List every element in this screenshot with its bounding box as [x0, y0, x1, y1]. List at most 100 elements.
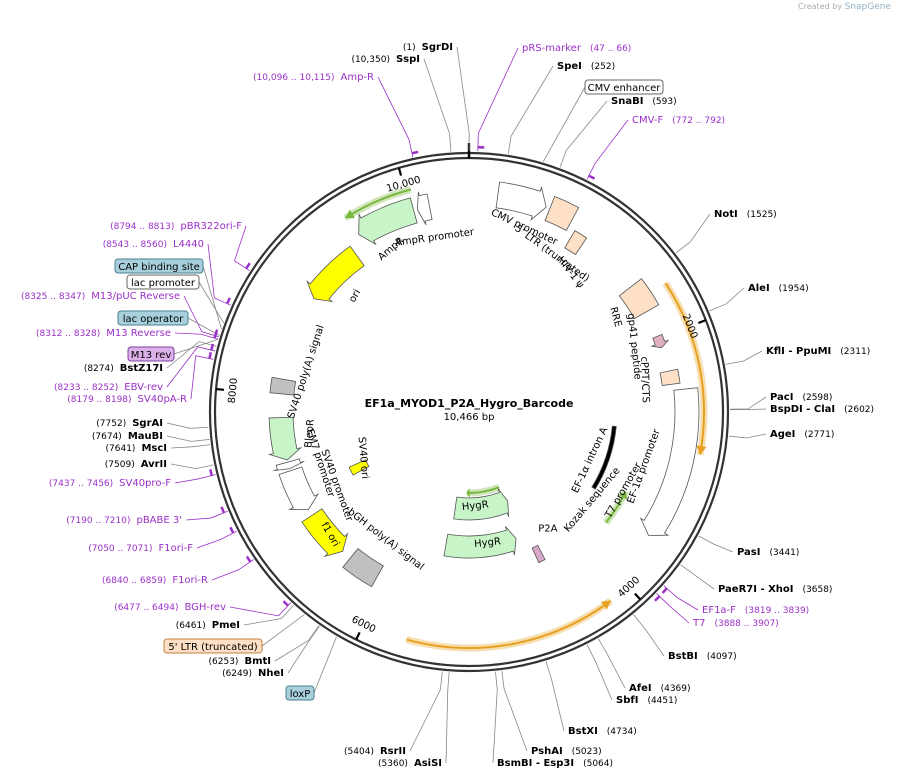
- orf-arrowhead: [618, 491, 628, 500]
- primer-mark: [661, 587, 668, 594]
- enzyme-name: NheI: [258, 668, 284, 679]
- enzyme-coord: (2771): [804, 430, 834, 440]
- enzyme-site[interactable]: (7674)MauBI: [92, 431, 163, 442]
- enzyme-site[interactable]: BstXI(4734): [568, 726, 637, 737]
- primer-site[interactable]: (6477 .. 6494)BGH-rev: [114, 602, 226, 613]
- feature-cmv-promoter[interactable]: [495, 181, 547, 221]
- enzyme-site[interactable]: (1)SgrDI: [403, 42, 453, 53]
- leader-line: [559, 100, 608, 168]
- primer-site[interactable]: (8233 .. 8252)EBV-rev: [54, 382, 163, 393]
- enzyme-site[interactable]: BspDI - ClaI(2602): [770, 404, 874, 415]
- enzyme-site[interactable]: (7509)AvrII: [105, 459, 167, 470]
- enzyme-site[interactable]: AfeI(4369): [629, 683, 691, 694]
- feature-ori[interactable]: [306, 245, 365, 303]
- enzyme-site[interactable]: NotI(1525): [714, 209, 777, 220]
- enzyme-site[interactable]: (7752)SgrAI: [96, 418, 163, 429]
- enzyme-name: SspI: [396, 54, 420, 65]
- primer-site[interactable]: (7050 .. 7071)F1ori-F: [88, 543, 193, 554]
- enzyme-name: AleI: [748, 283, 770, 294]
- enzyme-site[interactable]: AleI(1954): [748, 283, 809, 294]
- enzyme-site[interactable]: BstBI(4097): [668, 651, 737, 662]
- enzyme-site[interactable]: (6249)NheI: [222, 668, 284, 679]
- leader-line: [698, 535, 734, 553]
- feature-ampr-promoter[interactable]: [416, 191, 433, 226]
- feature-ef-1a-intron-a[interactable]: [591, 425, 617, 490]
- primer-site[interactable]: (8543 .. 8560)L4440: [103, 239, 204, 250]
- enzyme-site[interactable]: (5404)RsrII: [344, 746, 406, 757]
- enzyme-site[interactable]: PshAI(5023): [531, 746, 602, 757]
- primer-name: F1ori-F: [159, 543, 194, 554]
- enzyme-site[interactable]: (6253)BmtI: [209, 656, 271, 667]
- primer-site[interactable]: CMV-F(772 .. 792): [632, 115, 725, 126]
- snapgene-logo: SnapGene: [845, 2, 891, 12]
- primer-name: SV40pA-R: [138, 394, 187, 405]
- brand-name: SnapGene: [844, 2, 891, 12]
- orf-arcs: [343, 186, 708, 652]
- primer-site[interactable]: (6840 .. 6859)F1ori-R: [102, 575, 208, 586]
- box-lac-promoter[interactable]: [126, 274, 200, 290]
- feature-p2a[interactable]: [531, 544, 546, 564]
- snapgene-credit: Created by SnapGene: [798, 2, 891, 12]
- feature-sv40-ori[interactable]: [348, 459, 370, 476]
- primer-name: EBV-rev: [124, 382, 163, 393]
- orf-arrowhead: [345, 209, 355, 219]
- primer-labels[interactable]: pRS-marker(47 .. 66) (10,096 .. 10,115)Am…: [21, 43, 809, 629]
- enzyme-coord: (1525): [747, 210, 777, 220]
- enzyme-site[interactable]: (6461)PmeI: [176, 620, 240, 631]
- leader-line: [633, 614, 665, 657]
- box-cap-binding-site[interactable]: [114, 258, 204, 274]
- enzyme-site[interactable]: PacI(2598): [770, 392, 832, 403]
- leader-line: [313, 636, 337, 694]
- feature-rre[interactable]: [618, 278, 660, 320]
- enzyme-site[interactable]: (5360)AsiSI: [378, 758, 442, 769]
- primer-site[interactable]: (7437 .. 7456)SV40pro-F: [49, 478, 171, 489]
- box-label: lac operator: [123, 314, 184, 325]
- feature-sv40-poly-a-signal[interactable]: [269, 376, 297, 396]
- feature-5-ltr-truncated[interactable]: [544, 195, 580, 232]
- primer-site[interactable]: pRS-marker(47 .. 66): [522, 43, 631, 54]
- enzyme-site[interactable]: SpeI(252): [557, 61, 615, 72]
- feature-cppt-cts[interactable]: [659, 368, 681, 387]
- feature-gp41-peptide[interactable]: [651, 333, 669, 349]
- feature-em7-promoter[interactable]: [273, 458, 305, 472]
- box-cmv-enhancer[interactable]: [584, 79, 664, 95]
- feature-hygr[interactable]: [453, 488, 510, 521]
- enzyme-name: SpeI: [557, 61, 582, 72]
- primer-mark: [229, 526, 235, 534]
- enzyme-site[interactable]: (8274)BstZ17I: [84, 363, 163, 374]
- enzyme-site[interactable]: AgeI(2771): [770, 429, 834, 440]
- enzyme-site[interactable]: PasI(3441): [737, 547, 799, 558]
- enzyme-site[interactable]: PaeR7I - XhoI(3658): [718, 584, 832, 595]
- enzyme-site[interactable]: (10,350)SspI: [351, 54, 420, 65]
- enzyme-site[interactable]: SbfI(4451): [616, 695, 677, 706]
- primer-site[interactable]: (10,096 .. 10,115)Amp-R: [253, 72, 374, 83]
- enzyme-site[interactable]: KflI - PpuMI(2311): [766, 346, 870, 357]
- enzyme-site[interactable]: (7641)MscI: [106, 443, 168, 454]
- primer-site[interactable]: (8179 .. 8198) SV40pA-R: [67, 394, 187, 405]
- enzyme-site[interactable]: BsmBI - Esp3I(5064): [497, 758, 613, 769]
- primer-site[interactable]: T7(3888 .. 3907): [692, 618, 779, 629]
- feature-f1-ori[interactable]: [301, 508, 349, 558]
- primer-site[interactable]: (7190 .. 7210)pBABE 3': [66, 515, 182, 526]
- box-5-ltr-truncated[interactable]: [163, 638, 263, 654]
- box-lac-operator[interactable]: [117, 310, 189, 326]
- feature-bleor[interactable]: [267, 416, 303, 461]
- primer-coord: (8179 .. 8198): [67, 395, 131, 405]
- feature-bgh-poly-a-signal[interactable]: [342, 548, 384, 588]
- feature-ampr[interactable]: [358, 197, 418, 246]
- primer-site[interactable]: EF1a-F(3819 .. 3839): [702, 605, 809, 616]
- primer-name: SV40pro-F: [119, 478, 171, 489]
- enzyme-labels[interactable]: (1)SgrDI(10,350)SspI SpeI(252) SnaBI(593) N…: [84, 42, 874, 769]
- primer-site[interactable]: (8325 .. 8347)M13/pUC Reverse: [21, 291, 180, 302]
- box-m13-rev[interactable]: [127, 346, 175, 362]
- feature-sv40-promoter[interactable]: [278, 466, 320, 511]
- feature-hiv-1-psi[interactable]: [564, 230, 588, 256]
- box-loxp[interactable]: [285, 685, 315, 701]
- enzyme-site[interactable]: SnaBI(593): [611, 96, 677, 107]
- feature-hygr[interactable]: [443, 526, 517, 559]
- feature-ef-1a-promoter[interactable]: [639, 387, 700, 536]
- primer-site[interactable]: (8312 .. 8328)M13 Reverse: [36, 328, 171, 339]
- leader-line: [229, 602, 292, 617]
- primer-site[interactable]: (8794 .. 8813)pBR322ori-F: [110, 221, 242, 232]
